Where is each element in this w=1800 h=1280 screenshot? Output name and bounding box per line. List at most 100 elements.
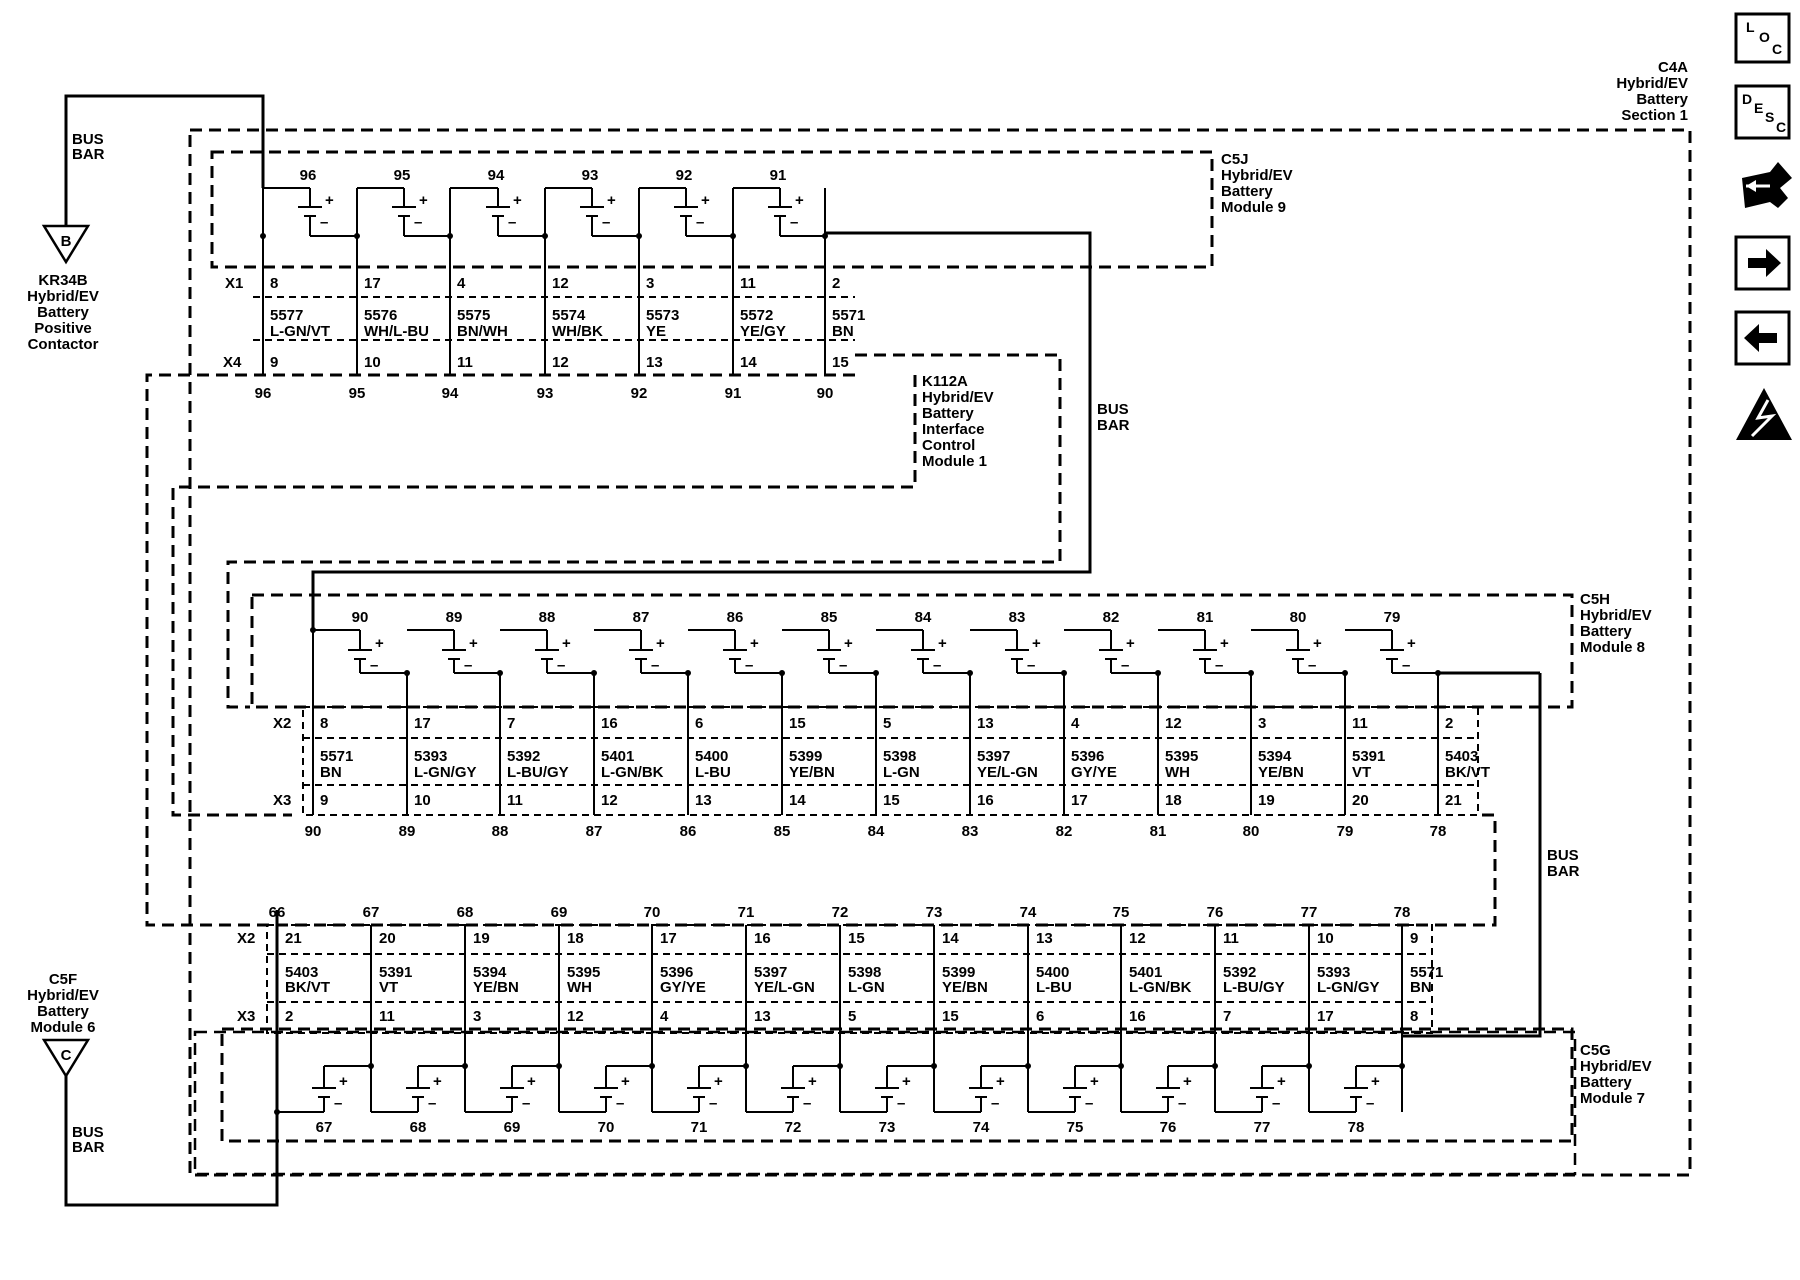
m8-junction <box>1248 670 1254 676</box>
cell-plus-sign: + <box>621 1073 630 1090</box>
svg-text:S: S <box>1765 109 1774 125</box>
m9-circuit: 5574 <box>552 307 586 324</box>
m8-junction <box>685 670 691 676</box>
m7-junction <box>649 1063 655 1069</box>
m7-x3-pin: 13 <box>754 1008 771 1025</box>
cell-number: 77 <box>1254 1119 1271 1136</box>
m8-x2-pin: 8 <box>320 715 328 732</box>
m8-junction <box>1061 670 1067 676</box>
m8-cell: +–89 <box>442 609 478 674</box>
cell-plus-sign: + <box>808 1073 817 1090</box>
m9-color: YE <box>646 323 666 340</box>
m7-junction <box>837 1063 843 1069</box>
m8-bottom-num: 86 <box>680 823 697 840</box>
m8-color: YE/L-GN <box>977 764 1038 781</box>
m7-connector-box <box>266 924 1433 1034</box>
cell-plus-sign: + <box>844 635 853 652</box>
connector-x2-label-m7: X2 <box>237 930 255 947</box>
m7-circuit: 5397 <box>754 964 787 981</box>
m8-bottom-num: 88 <box>492 823 509 840</box>
prev-arrow-icon[interactable] <box>1734 310 1791 366</box>
loc-icon[interactable]: L O C <box>1734 12 1791 64</box>
m8-x2-pin: 7 <box>507 715 515 732</box>
svg-text:Module 6: Module 6 <box>30 1019 95 1036</box>
m8-color: VT <box>1352 764 1371 781</box>
connector-icon[interactable] <box>1742 162 1792 208</box>
svg-text:BAR: BAR <box>72 1139 105 1156</box>
m9-junction <box>822 233 828 239</box>
svg-text:C5F: C5F <box>49 971 77 988</box>
m7-color: L-GN/GY <box>1317 979 1380 996</box>
svg-text:BAR: BAR <box>72 146 105 163</box>
m8-x3-pin: 14 <box>789 792 806 809</box>
cell-plus-sign: + <box>419 192 428 209</box>
svg-text:C: C <box>1776 119 1786 135</box>
cell-number: 81 <box>1197 609 1214 626</box>
m9-x4-pin: 14 <box>740 354 757 371</box>
m8-x3-pin: 13 <box>695 792 712 809</box>
m8-junction <box>1342 670 1348 676</box>
high-voltage-warning-icon[interactable] <box>1736 388 1792 440</box>
m8-circuit: 5396 <box>1071 748 1104 765</box>
cell-plus-sign: + <box>795 192 804 209</box>
cell-minus-sign: – <box>320 214 328 231</box>
m8-cell: +–85 <box>817 609 853 674</box>
svg-text:Module 1: Module 1 <box>922 453 987 470</box>
cell-number: 72 <box>785 1119 802 1136</box>
cell-minus-sign: – <box>616 1095 624 1112</box>
cell-minus-sign: – <box>1402 657 1410 674</box>
cell-number: 75 <box>1067 1119 1084 1136</box>
cell-minus-sign: – <box>709 1095 717 1112</box>
cell-number: 87 <box>633 609 650 626</box>
cell-minus-sign: – <box>696 214 704 231</box>
m7-x3-pin: 2 <box>285 1008 293 1025</box>
cell-number: 78 <box>1348 1119 1365 1136</box>
m8-bottom-num: 81 <box>1150 823 1167 840</box>
m7-circuit: 5395 <box>567 964 600 981</box>
m8-x2-pin: 16 <box>601 715 618 732</box>
bus-bar-label-bottom-left: BUS BAR <box>72 1124 105 1156</box>
desc-icon[interactable]: D E S C <box>1734 84 1791 140</box>
m9-x1-pin: 3 <box>646 275 654 292</box>
cell-plus-sign: + <box>714 1073 723 1090</box>
m7-x3-pin: 5 <box>848 1008 856 1025</box>
m7-junction <box>1306 1063 1312 1069</box>
cell-number: 95 <box>394 167 411 184</box>
cell-plus-sign: + <box>527 1073 536 1090</box>
m7-color: L-GN/BK <box>1129 979 1192 996</box>
m9-color: YE/GY <box>740 323 786 340</box>
m7-x2-pin: 11 <box>1223 930 1239 947</box>
svg-text:BUS: BUS <box>72 1124 104 1141</box>
m9-x1-pin: 12 <box>552 275 569 292</box>
m7-top-num: 66 <box>269 904 286 921</box>
m8-x2-pin: 12 <box>1165 715 1182 732</box>
m7-x2-pin: 20 <box>379 930 396 947</box>
cell-minus-sign: – <box>414 214 422 231</box>
m8-connector-box <box>302 706 1479 816</box>
cell-plus-sign: + <box>339 1073 348 1090</box>
svg-text:Hybrid/EV: Hybrid/EV <box>922 389 994 406</box>
m8-circuit: 5391 <box>1352 748 1385 765</box>
m9-circuit: 5571 <box>832 307 865 324</box>
m8-color: L-BU <box>695 764 731 781</box>
m7-junction <box>274 1109 280 1115</box>
c5g-label: C5G Hybrid/EV Battery Module 7 <box>1580 1042 1652 1107</box>
svg-text:Hybrid/EV: Hybrid/EV <box>1616 75 1688 92</box>
cell-minus-sign: – <box>745 657 753 674</box>
m8-bottom-num: 82 <box>1056 823 1073 840</box>
m7-x3-pin: 6 <box>1036 1008 1044 1025</box>
m9-x1-pin: 2 <box>832 275 840 292</box>
cell-number: 76 <box>1160 1119 1177 1136</box>
m8-x2-pin: 4 <box>1071 715 1080 732</box>
cell-minus-sign: – <box>508 214 516 231</box>
m9-junction <box>542 233 548 239</box>
m7-x3-pin: 17 <box>1317 1008 1334 1025</box>
m9-cell: +–91 <box>768 167 804 231</box>
svg-text:BAR: BAR <box>1097 417 1130 434</box>
module9-wires: +–96+–95+–94+–93+–92+–9185577L-GN/VT9961… <box>253 96 865 402</box>
next-arrow-icon[interactable] <box>1734 235 1791 291</box>
m8-bottom-num: 90 <box>305 823 322 840</box>
m8-color: L-GN/BK <box>601 764 664 781</box>
svg-text:Battery: Battery <box>37 1003 89 1020</box>
cell-plus-sign: + <box>1032 635 1041 652</box>
